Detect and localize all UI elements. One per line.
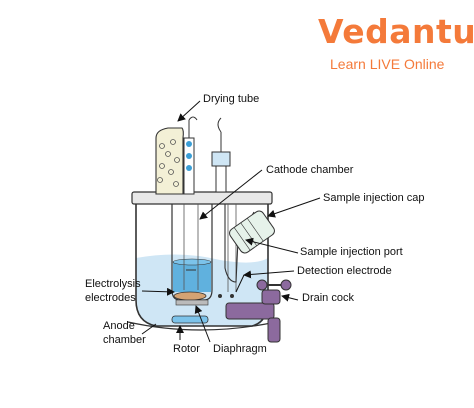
- anode-electrode: [173, 291, 207, 301]
- arrow-detection-electrode: [243, 270, 295, 279]
- logo-tagline: Learn LIVE Online: [330, 56, 445, 72]
- label-anode-line1: Anode: [103, 320, 135, 332]
- rotor-bar: [171, 315, 209, 324]
- cathode-liquid: [173, 262, 211, 292]
- drying-tube-desiccant: [157, 139, 180, 187]
- label-detection-electrode: Detection electrode: [297, 265, 392, 277]
- arrow-injection-cap: [267, 197, 321, 218]
- label-drain-cock: Drain cock: [302, 292, 354, 304]
- label-diaphragm: Diaphragm: [213, 343, 267, 355]
- label-sample-injection-cap: Sample injection cap: [323, 192, 425, 204]
- vessel-base: [127, 321, 277, 331]
- arrow-drain-cock: [281, 293, 299, 302]
- detection-electrode-tip-2: [230, 294, 234, 298]
- vessel-lid: [131, 191, 273, 205]
- label-electrolysis-line1: Electrolysis: [85, 278, 141, 290]
- detection-electrode-tip-1: [218, 294, 222, 298]
- arrow-cathode-chamber: [199, 169, 263, 220]
- arrow-anode-chamber: [141, 323, 157, 335]
- label-sample-injection-port: Sample injection port: [300, 246, 403, 258]
- cathode-liquid-surface: [172, 258, 212, 266]
- label-drying-tube: Drying tube: [203, 93, 260, 105]
- label-anode-line2: chamber: [103, 334, 146, 346]
- arrow-drying-tube: [177, 100, 201, 122]
- label-electrolysis-line2: electrodes: [85, 292, 136, 304]
- logo-wordmark: Vedantu: [318, 12, 474, 51]
- electrode-holder: [211, 151, 231, 167]
- diaphragm-disc: [175, 299, 209, 306]
- arrow-electrolysis-electrodes: [141, 287, 175, 296]
- label-rotor: Rotor: [173, 343, 200, 355]
- sample-injection-port: [224, 204, 255, 283]
- label-cathode-chamber: Cathode chamber: [266, 164, 354, 176]
- drain-cock: [225, 279, 292, 343]
- arrow-diaphragm: [194, 305, 211, 343]
- arrow-injection-port: [245, 237, 299, 254]
- drying-tube: [155, 127, 184, 195]
- vedantu-logo: Vedantu Learn LIVE Online: [318, 12, 474, 74]
